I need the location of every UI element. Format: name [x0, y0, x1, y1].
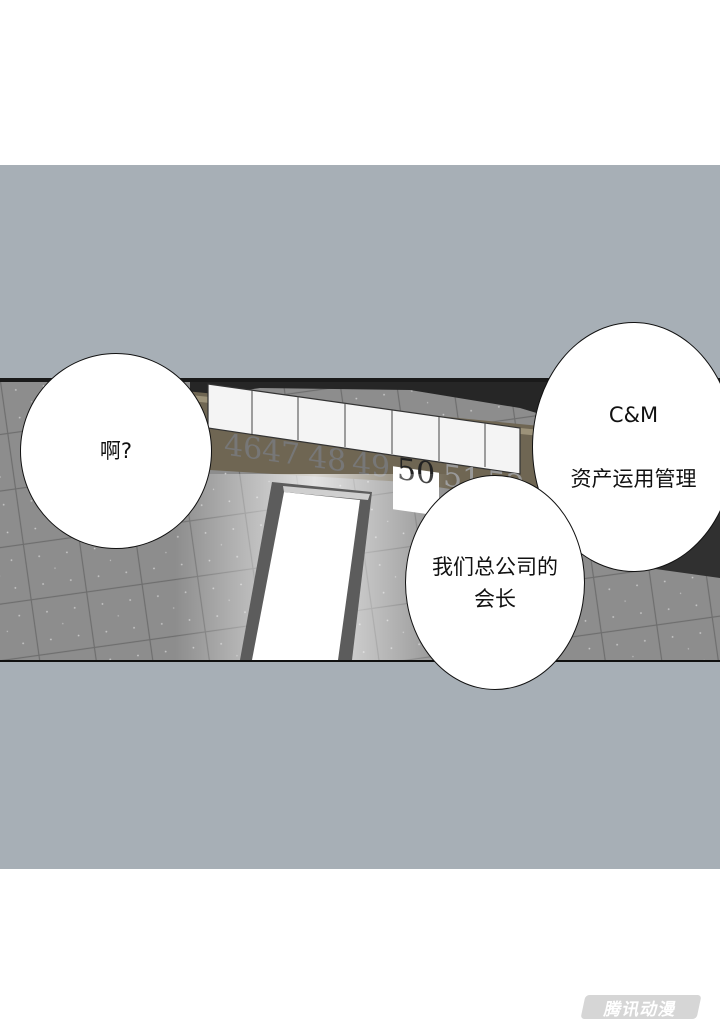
- bubble-text-chairman: 我们总公司的 会长: [432, 554, 558, 611]
- floor-48: 48: [308, 439, 346, 479]
- ceiling-shadow: [190, 378, 560, 420]
- elevator-door-opening: [252, 492, 360, 660]
- cm-subtitle: 资产运用管理: [570, 467, 697, 491]
- floor-46: 46: [224, 428, 262, 468]
- speech-bubble-ah: 啊?: [20, 353, 212, 549]
- floor-47: 47: [262, 433, 300, 473]
- bubble-text-cm: C&M 资产运用管理: [571, 367, 697, 527]
- watermark-logo: 腾讯动漫: [580, 995, 702, 1020]
- bubble-text-ah: 啊?: [99, 439, 133, 463]
- cm-title: C&M: [608, 403, 659, 427]
- speech-bubble-chairman: 我们总公司的 会长: [405, 475, 585, 690]
- floor-indicator-strip: [207, 383, 521, 475]
